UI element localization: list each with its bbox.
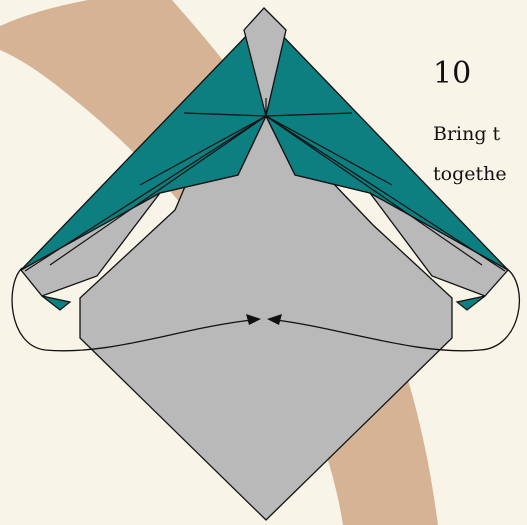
right-teal-corner xyxy=(457,296,485,310)
left-teal-corner xyxy=(42,296,70,310)
step-instruction: Bring t togethe xyxy=(433,114,527,194)
step-number: 10 xyxy=(433,57,471,91)
